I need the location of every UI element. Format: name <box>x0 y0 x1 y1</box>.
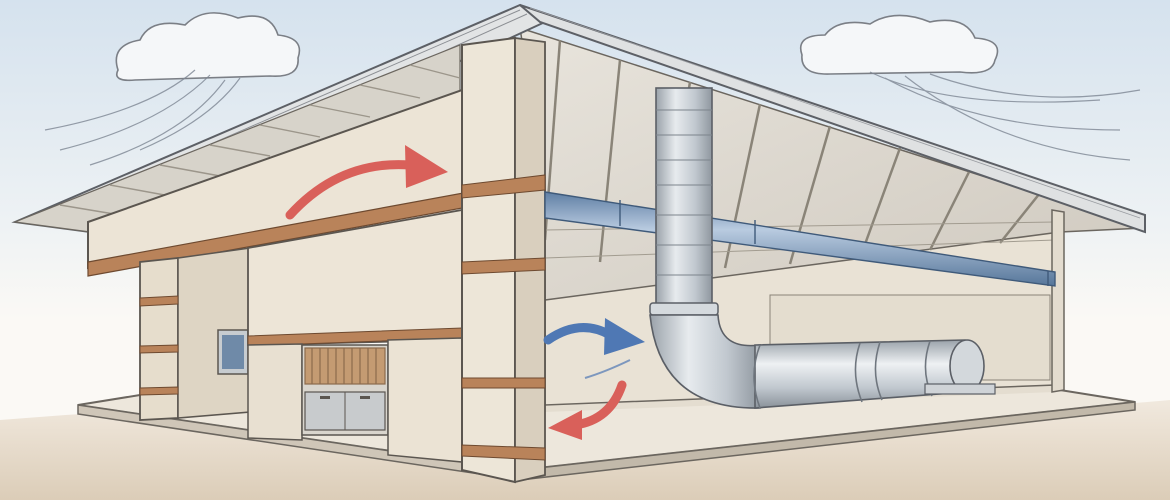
duct-outlet-plate <box>924 383 996 395</box>
column-bands <box>139 174 546 461</box>
cloud-left-icon <box>115 12 301 82</box>
cloud-right-icon <box>800 14 999 75</box>
roof-right <box>519 4 1146 234</box>
duct-elbow <box>649 314 761 409</box>
vertical-duct <box>655 87 713 314</box>
warm-air-arrow-top <box>285 145 448 220</box>
cool-air-arrow <box>543 318 645 379</box>
right-column <box>1051 209 1065 393</box>
louver-panel <box>304 347 386 385</box>
front-wall-left <box>139 257 179 421</box>
roof-corrugation <box>529 7 1141 219</box>
warm-air-arrow-bottom <box>548 380 627 440</box>
wind-lines-icon <box>44 69 1141 166</box>
